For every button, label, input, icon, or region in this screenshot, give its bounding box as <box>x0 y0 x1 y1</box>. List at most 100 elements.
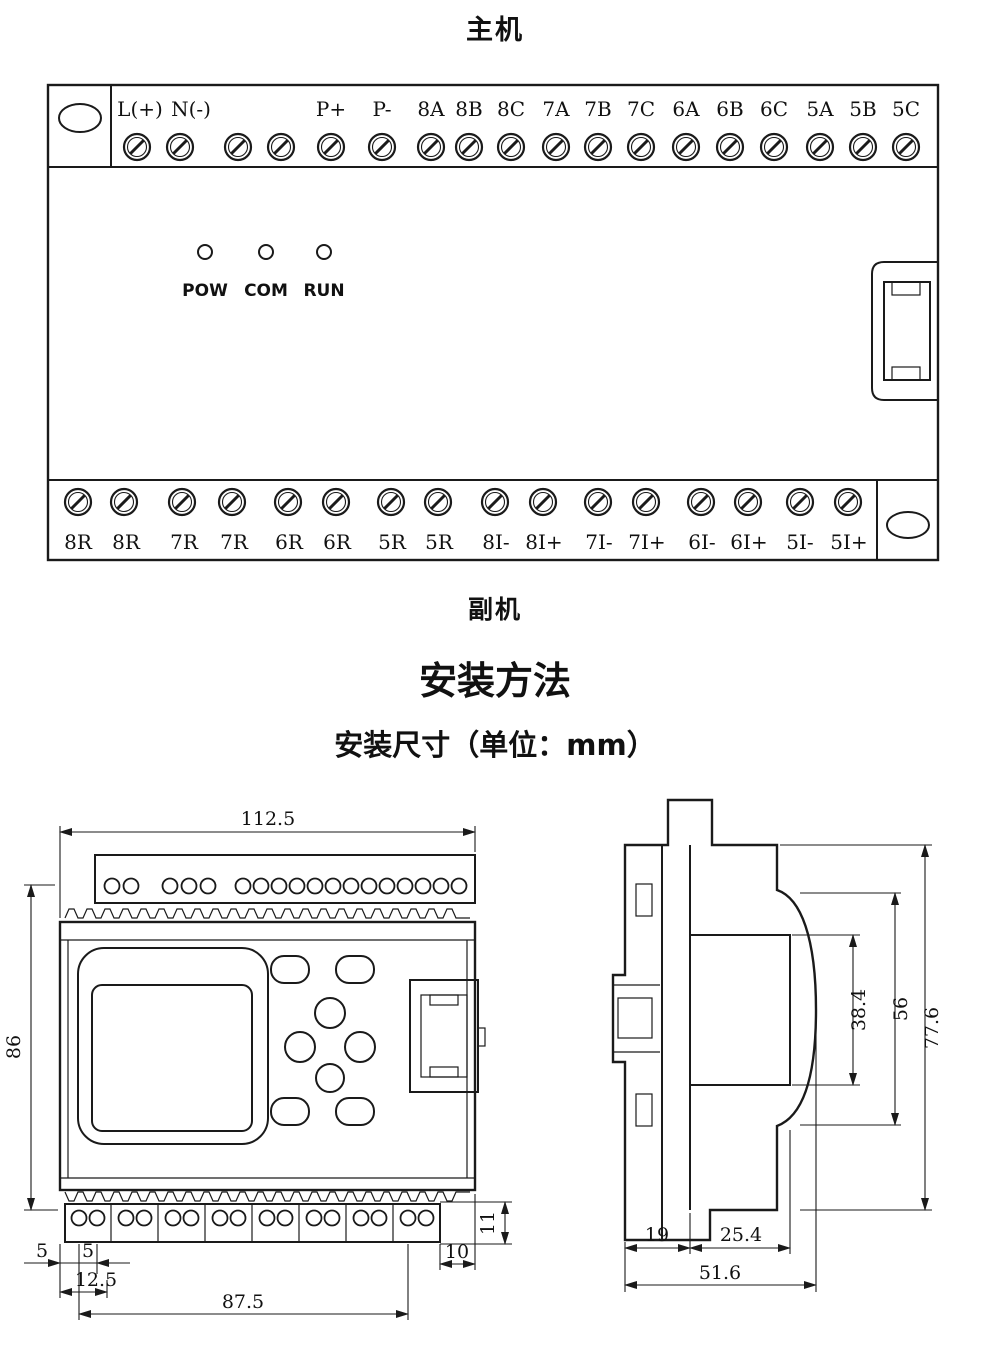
terminal-label: 7R <box>220 530 249 554</box>
terminal-label: 8A <box>417 97 445 121</box>
terminal-label: 5R <box>425 530 454 554</box>
terminal-label: 7B <box>584 97 611 121</box>
terminal-label: 7I- <box>585 530 612 554</box>
screw-terminal-icon <box>416 132 446 162</box>
mounting-hole <box>58 103 102 133</box>
dimension-label: 38.4 <box>848 989 870 1031</box>
main-unit-drawing: L(+) N(-) P+ P- 8A 8B 8C 7A 7B 7C 6A 6B … <box>46 83 940 562</box>
screw-terminal-icon <box>423 487 453 517</box>
dimension-label: 11 <box>477 1211 499 1235</box>
screw-terminal-icon <box>541 132 571 162</box>
terminal-label: 5B <box>849 97 876 121</box>
front-bottom-holes <box>70 1204 435 1242</box>
terminal-label: 6I+ <box>730 530 767 554</box>
terminal-label: P+ <box>316 97 346 121</box>
screw-terminal-icon <box>833 487 863 517</box>
screw-terminal-icon <box>528 487 558 517</box>
top-terminal-row: L(+) N(-) P+ P- 8A 8B 8C 7A 7B 7C 6A 6B … <box>117 97 921 162</box>
display-bezel <box>77 947 269 1145</box>
dimension-label: 86 <box>3 1035 25 1059</box>
terminal-label: 7C <box>627 97 655 121</box>
screw-terminal-icon <box>848 132 878 162</box>
screw-terminal-icon <box>167 487 197 517</box>
terminal-label: 8C <box>497 97 525 121</box>
dimension-label: 51.6 <box>699 1262 741 1284</box>
terminal-label: 8B <box>455 97 482 121</box>
screw-terminal-icon <box>480 487 510 517</box>
din-clamp <box>613 984 660 1053</box>
screw-terminal-icon <box>63 487 93 517</box>
front-view-dimensions: 112.5 86 5 5 12.5 <box>3 808 512 1320</box>
screw-terminal-icon <box>631 487 661 517</box>
front-view-drawing: 112.5 86 5 5 12.5 <box>3 808 512 1320</box>
side-view-drawing: 38.4 56 77.6 19 25.4 <box>611 798 943 1292</box>
side-display-profile <box>689 934 791 1086</box>
terminal-label: 7R <box>170 530 199 554</box>
terminal-label: 6B <box>716 97 743 121</box>
led-indicators: POW COM RUN <box>182 244 345 301</box>
led-com-icon <box>258 244 274 260</box>
terminal-label: 8I+ <box>525 530 562 554</box>
screw-terminal-icon <box>805 132 835 162</box>
front-expansion-port <box>409 979 486 1093</box>
dimension-label: 12.5 <box>75 1269 117 1291</box>
screw-terminal-icon <box>316 132 346 162</box>
screw-terminal-icon <box>223 132 253 162</box>
front-top-holes <box>103 877 468 895</box>
led-label: RUN <box>303 281 344 301</box>
screw-terminal-icon <box>671 132 701 162</box>
dimension-label: 77.6 <box>921 1007 943 1049</box>
terminal-label: 6A <box>672 97 700 121</box>
screw-terminal-icon <box>122 132 152 162</box>
terminal-label: 6R <box>275 530 304 554</box>
screw-terminal-icon <box>266 132 296 162</box>
terminal-label: 5R <box>378 530 407 554</box>
dimension-label: 56 <box>890 997 912 1021</box>
terminal-label: 5C <box>892 97 920 121</box>
expansion-port <box>871 261 938 401</box>
terminal-label: 8R <box>64 530 93 554</box>
screw-terminal-icon <box>165 132 195 162</box>
terminal-label: 6R <box>323 530 352 554</box>
screw-terminal-icon <box>891 132 921 162</box>
install-dims-heading: 安装尺寸（单位：mm） <box>334 728 656 762</box>
screw-terminal-icon <box>785 487 815 517</box>
screw-terminal-icon <box>376 487 406 517</box>
screw-terminal-icon <box>109 487 139 517</box>
screw-terminal-icon <box>321 487 351 517</box>
dimension-label: 5 <box>82 1240 94 1262</box>
dimension-label: 25.4 <box>720 1224 762 1246</box>
screw-terminal-icon <box>759 132 789 162</box>
screw-terminal-icon <box>583 132 613 162</box>
dimension-label: 112.5 <box>241 808 295 830</box>
screw-terminal-icon <box>626 132 656 162</box>
dimension-label: 5 <box>36 1240 48 1262</box>
screw-terminal-icon <box>686 487 716 517</box>
screw-terminal-icon <box>496 132 526 162</box>
terminal-label: 5I- <box>786 530 813 554</box>
secondary-unit-title: 副机 <box>467 595 522 624</box>
terminal-label: P- <box>372 97 391 121</box>
led-label: COM <box>244 281 288 301</box>
terminal-label: 6I- <box>688 530 715 554</box>
screw-terminal-icon <box>583 487 613 517</box>
dimension-label: 10 <box>445 1241 469 1263</box>
dimension-label: 19 <box>645 1224 669 1246</box>
bottom-terminal-row: 8R 8R 7R 7R 6R 6R 5R 5R 8I- 8I+ 7I- 7I+ … <box>63 487 868 554</box>
dimension-label: 87.5 <box>222 1291 264 1313</box>
terminal-label: 7I+ <box>628 530 665 554</box>
screw-terminal-icon <box>454 132 484 162</box>
screw-terminal-icon <box>367 132 397 162</box>
led-pow-icon <box>197 244 213 260</box>
screw-terminal-icon <box>715 132 745 162</box>
keypad-buttons <box>270 955 376 1126</box>
main-unit-title: 主机 <box>466 15 524 46</box>
screw-terminal-icon <box>273 487 303 517</box>
terminal-label: 8I- <box>482 530 509 554</box>
terminal-label: 5A <box>806 97 834 121</box>
terminal-label: L(+) <box>117 97 163 121</box>
screw-terminal-icon <box>217 487 247 517</box>
side-view-dimensions: 38.4 56 77.6 19 25.4 <box>624 844 943 1292</box>
